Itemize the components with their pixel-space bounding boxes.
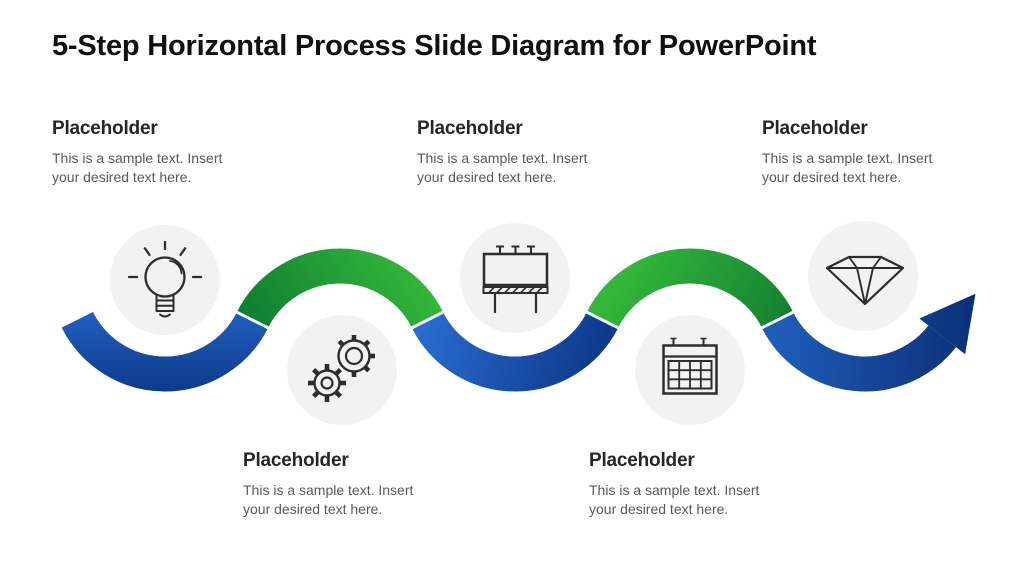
step-2-label: Placeholder	[243, 450, 349, 471]
diamond-icon	[825, 255, 905, 306]
ribbon-blue-segment-3	[761, 311, 956, 392]
step-4-body: This is a sample text. Insert your desir…	[589, 482, 760, 518]
step-4-text: Placeholder This is a sample text. Inser…	[589, 450, 789, 520]
slide-title: 5-Step Horizontal Process Slide Diagram …	[52, 30, 817, 62]
step-1-text: Placeholder This is a sample text. Inser…	[52, 118, 252, 188]
segment-separators	[231, 308, 799, 332]
step-2-text: Placeholder This is a sample text. Inser…	[243, 450, 443, 520]
ribbon-green-segment-1	[236, 248, 444, 329]
step-2-icon-circle	[287, 315, 397, 425]
ribbon-blue-segment-2	[411, 311, 619, 392]
ribbon-green-segment-2	[586, 248, 794, 329]
wave-ribbon	[61, 248, 956, 392]
gears-icon	[308, 335, 375, 402]
step-5-text: Placeholder This is a sample text. Inser…	[762, 118, 962, 188]
billboard-icon	[482, 245, 549, 313]
step-5-label: Placeholder	[762, 118, 868, 139]
calendar-icon	[662, 337, 718, 395]
ribbon-blue-segment-1	[61, 311, 269, 392]
step-1-body: This is a sample text. Insert your desir…	[52, 150, 223, 186]
arrow-head	[919, 293, 976, 355]
step-3-body: This is a sample text. Insert your desir…	[417, 150, 588, 186]
step-3-text: Placeholder This is a sample text. Inser…	[417, 118, 617, 188]
step-3-label: Placeholder	[417, 118, 523, 139]
step-1-label: Placeholder	[52, 118, 158, 139]
step-5-body: This is a sample text. Insert your desir…	[762, 150, 933, 186]
step-2-body: This is a sample text. Insert your desir…	[243, 482, 414, 518]
step-1-icon-circle	[110, 225, 220, 335]
step-5-icon-circle	[808, 221, 918, 331]
step-3-icon-circle	[460, 223, 570, 333]
step-4-label: Placeholder	[589, 450, 695, 471]
lightbulb-icon	[127, 240, 203, 318]
